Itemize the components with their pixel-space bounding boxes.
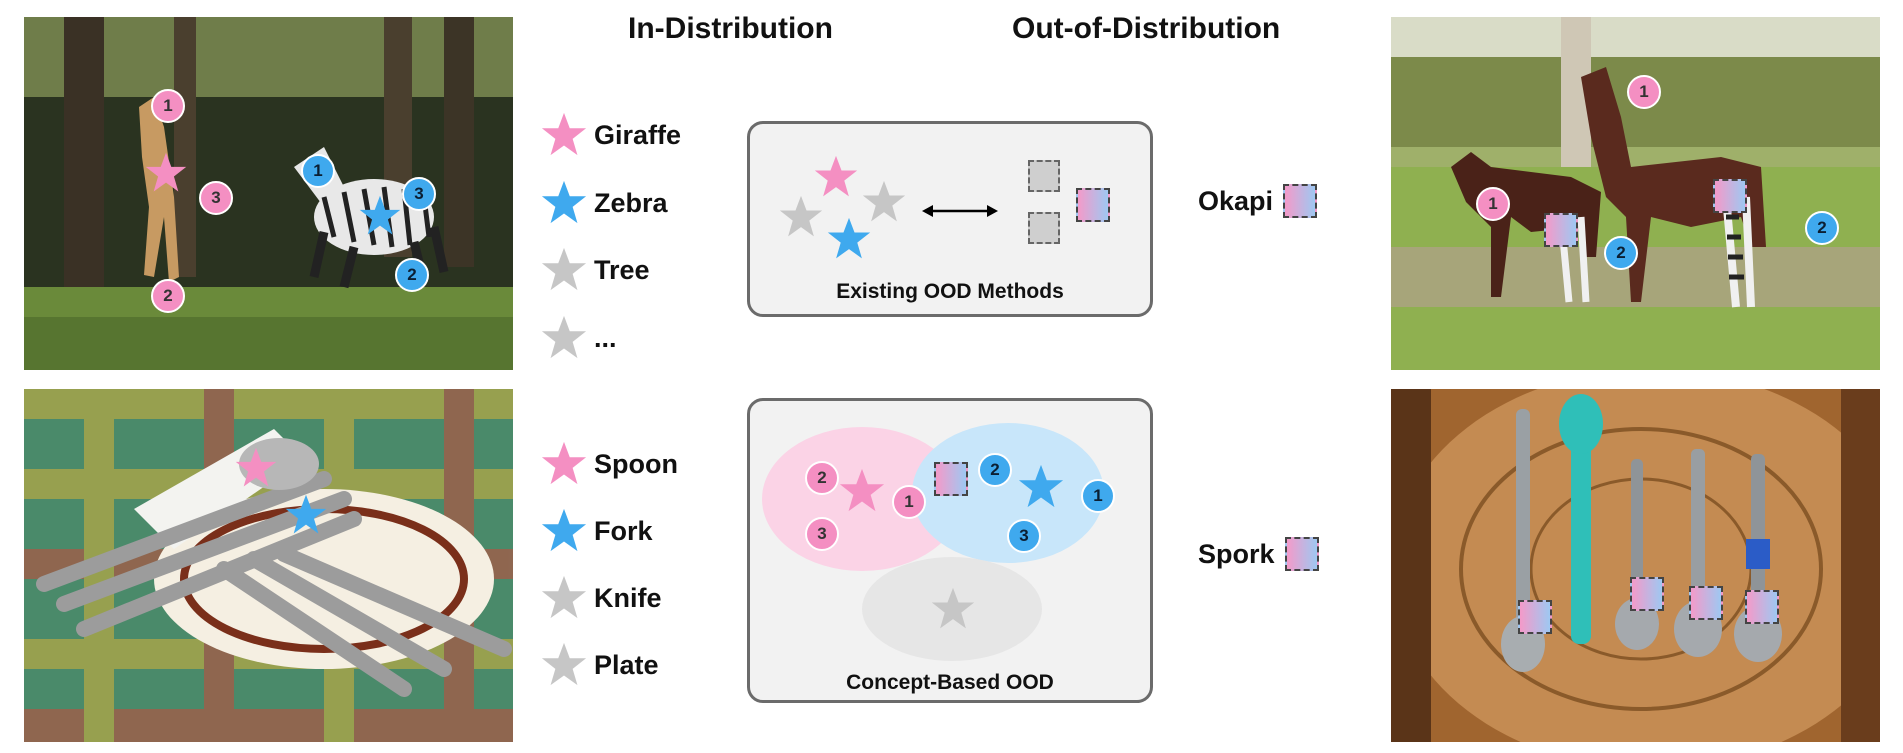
pink-star-icon <box>814 155 858 197</box>
legend-item-zebra: Zebra <box>540 178 668 228</box>
giraffe-concept-2-badge: 2 <box>151 279 185 313</box>
legend-label-giraffe: Giraffe <box>594 119 682 150</box>
pink-star-icon <box>541 112 587 156</box>
grey-star-icon <box>541 247 587 291</box>
legend-label-more: ... <box>594 322 617 353</box>
concept-3-pink-badge: 3 <box>805 517 839 551</box>
okapi-label: Okapi <box>1198 185 1274 216</box>
zebra-star-icon <box>359 195 401 235</box>
legend-item-spoon: Spoon <box>540 439 678 489</box>
blue-star-icon <box>541 180 587 224</box>
legend-label-fork: Fork <box>594 515 653 546</box>
giraffe-star-icon <box>145 152 187 192</box>
concept-1-pink-badge: 2 <box>805 461 839 495</box>
okapi-concept-1-badge: 1 <box>1627 75 1661 109</box>
in-distribution-heading: In-Distribution <box>628 12 833 45</box>
concept-based-ood-title: Concept-Based OOD <box>846 671 1054 694</box>
legend-label-zebra: Zebra <box>594 187 668 218</box>
existing-ood-methods-panel: Existing OOD Methods <box>747 121 1153 317</box>
concept-based-ood-panel: 2 3 1 2 3 1 Concept-Based OOD <box>747 398 1153 703</box>
double-arrow-icon <box>922 205 998 217</box>
pink-star-icon <box>541 441 587 485</box>
zebra-concept-2-badge: 2 <box>395 258 429 292</box>
legend-label-knife: Knife <box>594 582 662 613</box>
legend-item-plate: Plate <box>540 640 659 690</box>
young-okapi-mixed-concept-marker <box>1544 213 1578 247</box>
okapi-concept-2-badge: 2 <box>1805 211 1839 245</box>
concept-3-blue-badge: 3 <box>1007 519 1041 553</box>
grey-star-icon <box>779 195 823 237</box>
spork-mixed-concept-icon <box>1284 537 1319 571</box>
spork-label-group: Spork <box>1198 537 1319 571</box>
legend-item-knife: Knife <box>540 573 662 623</box>
mixed-concept-marker <box>1076 188 1110 222</box>
okapi-label-group: Okapi <box>1198 184 1318 218</box>
grey-star-icon <box>931 587 975 629</box>
out-of-distribution-heading: Out-of-Distribution <box>1012 12 1281 45</box>
legend-item-tree: Tree <box>540 245 650 295</box>
grey-star-icon <box>862 180 906 222</box>
giraffe-zebra-photo <box>24 17 513 370</box>
zebra-concept-3-badge: 3 <box>402 177 436 211</box>
legend-label-tree: Tree <box>594 254 650 285</box>
spork-1-mixed-concept-marker <box>1518 600 1552 634</box>
spork-5-mixed-concept-marker <box>1745 590 1779 624</box>
concept-2-blue-badge: 1 <box>1081 479 1115 513</box>
giraffe-concept-3-badge: 3 <box>199 181 233 215</box>
okapi-mixed-concept-icon <box>1283 184 1318 218</box>
existing-ood-methods-title: Existing OOD Methods <box>836 280 1064 303</box>
fork-star-icon <box>285 494 327 534</box>
grey-star-icon <box>541 642 587 686</box>
cutlery-photo <box>24 389 513 742</box>
legend-item-giraffe: Giraffe <box>540 110 681 160</box>
blue-star-icon <box>1018 464 1064 508</box>
blue-star-icon <box>827 217 871 259</box>
grey-concept-marker <box>1028 212 1060 244</box>
grey-star-icon <box>541 575 587 619</box>
blue-star-icon <box>541 508 587 552</box>
okapi-mixed-concept-marker <box>1713 179 1747 213</box>
young-okapi-concept-2-badge: 2 <box>1604 236 1638 270</box>
concept-1-blue-badge: 2 <box>978 453 1012 487</box>
grey-star-icon <box>541 315 587 359</box>
legend-label-plate: Plate <box>594 649 659 680</box>
young-okapi-concept-1-badge: 1 <box>1476 187 1510 221</box>
spork-4-mixed-concept-marker <box>1689 586 1723 620</box>
spork-label: Spork <box>1198 538 1275 569</box>
pink-star-icon <box>839 468 885 512</box>
legend-item-more: ... <box>540 313 617 363</box>
grey-concept-marker <box>1028 160 1060 192</box>
mixed-concept-marker <box>934 462 968 496</box>
giraffe-concept-1-badge: 1 <box>151 89 185 123</box>
concept-2-pink-badge: 1 <box>892 485 926 519</box>
legend-item-fork: Fork <box>540 506 653 556</box>
legend-label-spoon: Spoon <box>594 448 678 479</box>
okapi-photo <box>1391 17 1880 370</box>
spoon-star-icon <box>235 447 277 487</box>
concept-clusters <box>762 423 1104 661</box>
spork-photo <box>1391 389 1880 742</box>
spork-3-mixed-concept-marker <box>1630 577 1664 611</box>
zebra-concept-1-badge: 1 <box>301 154 335 188</box>
